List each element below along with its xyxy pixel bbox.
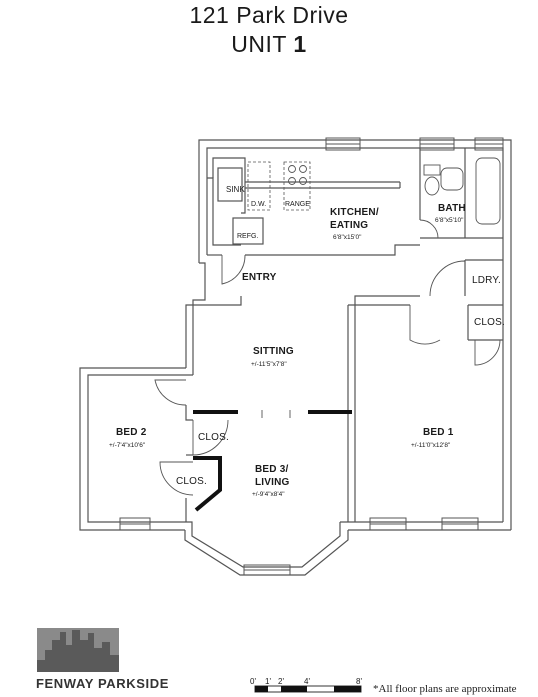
clos-bath-label: CLOS. [474,317,505,328]
range-label: RANGE [285,201,310,208]
toilet-icon [424,176,440,196]
room-labels: KITCHEN/ EATING 6'8"x15'0" BATH 6'8"x5'1… [109,185,505,498]
bed3-partitions [193,410,352,512]
scale-tick-8: 8' [356,677,362,686]
clos-upper-label: CLOS. [198,432,229,443]
inner-wall-top [206,147,504,522]
bed1-dim: +/-11'0"x12'8" [411,442,451,449]
scale-tick-0: 0' [250,677,256,686]
scale-bar: 0' 1' 2' 4' 8' [250,677,362,693]
bed1-label: BED 1 [423,427,454,438]
ldry-door [429,260,466,297]
bed3-label-2: LIVING [255,477,290,488]
bed2-door [154,379,187,406]
kitchen-appliances [247,161,311,211]
sink-icon [440,167,464,191]
bath-door [419,219,439,239]
bay-window [184,530,349,576]
tub-icon [475,157,501,225]
bed2-dim: +/-7'4"x10'6" [109,442,146,449]
bed2-label: BED 2 [116,427,147,438]
unit-number: 1 [293,31,307,57]
bath-fixtures [423,157,501,225]
bath-dim: 6'8"x5'10" [435,217,464,224]
entry-wall [185,296,242,368]
kitchen-label-2: EATING [330,220,368,231]
address-title: 121 Park Drive [189,2,349,28]
approximation-note: *All floor plans are approximate [373,683,517,695]
windows [119,137,504,576]
range-burners [288,165,307,185]
scale-tick-2: 2' [278,677,284,686]
kitchen-dim: 6'8"x15'0" [333,234,362,241]
entry-label: ENTRY [242,272,277,283]
dishwasher-outline [247,161,271,211]
sink-label: SINK [226,185,245,194]
range-outline [283,161,311,211]
kitchen-label: KITCHEN/ [330,207,379,218]
fenway-parkside-logo [37,628,119,672]
unit-prefix: UNIT [231,31,294,57]
sitting-label: SITTING [253,346,294,357]
scale-tick-1: 1' [265,677,271,686]
refg-label: REFG. [237,233,258,240]
outer-wall-top [198,139,512,530]
clos-lower-door [159,461,194,496]
clos-lower-label: CLOS. [176,476,207,487]
bed3-label: BED 3/ [255,464,288,475]
bath-label: BATH [438,203,466,214]
sitting-dim: +/-11'5"x7'8" [251,361,287,368]
doors [154,219,501,496]
bed3-dim: +/-9'4"x8'4" [252,491,285,498]
kitchen-door [221,254,246,285]
scale-tick-4: 4' [304,677,310,686]
ldry-label: LDRY. [472,275,501,286]
unit-title: UNIT 1 [0,31,538,58]
clos-upper-door [192,419,229,456]
dw-label: D.W. [251,201,266,208]
walls [79,139,512,576]
brand-name: FENWAY PARKSIDE [36,676,170,691]
